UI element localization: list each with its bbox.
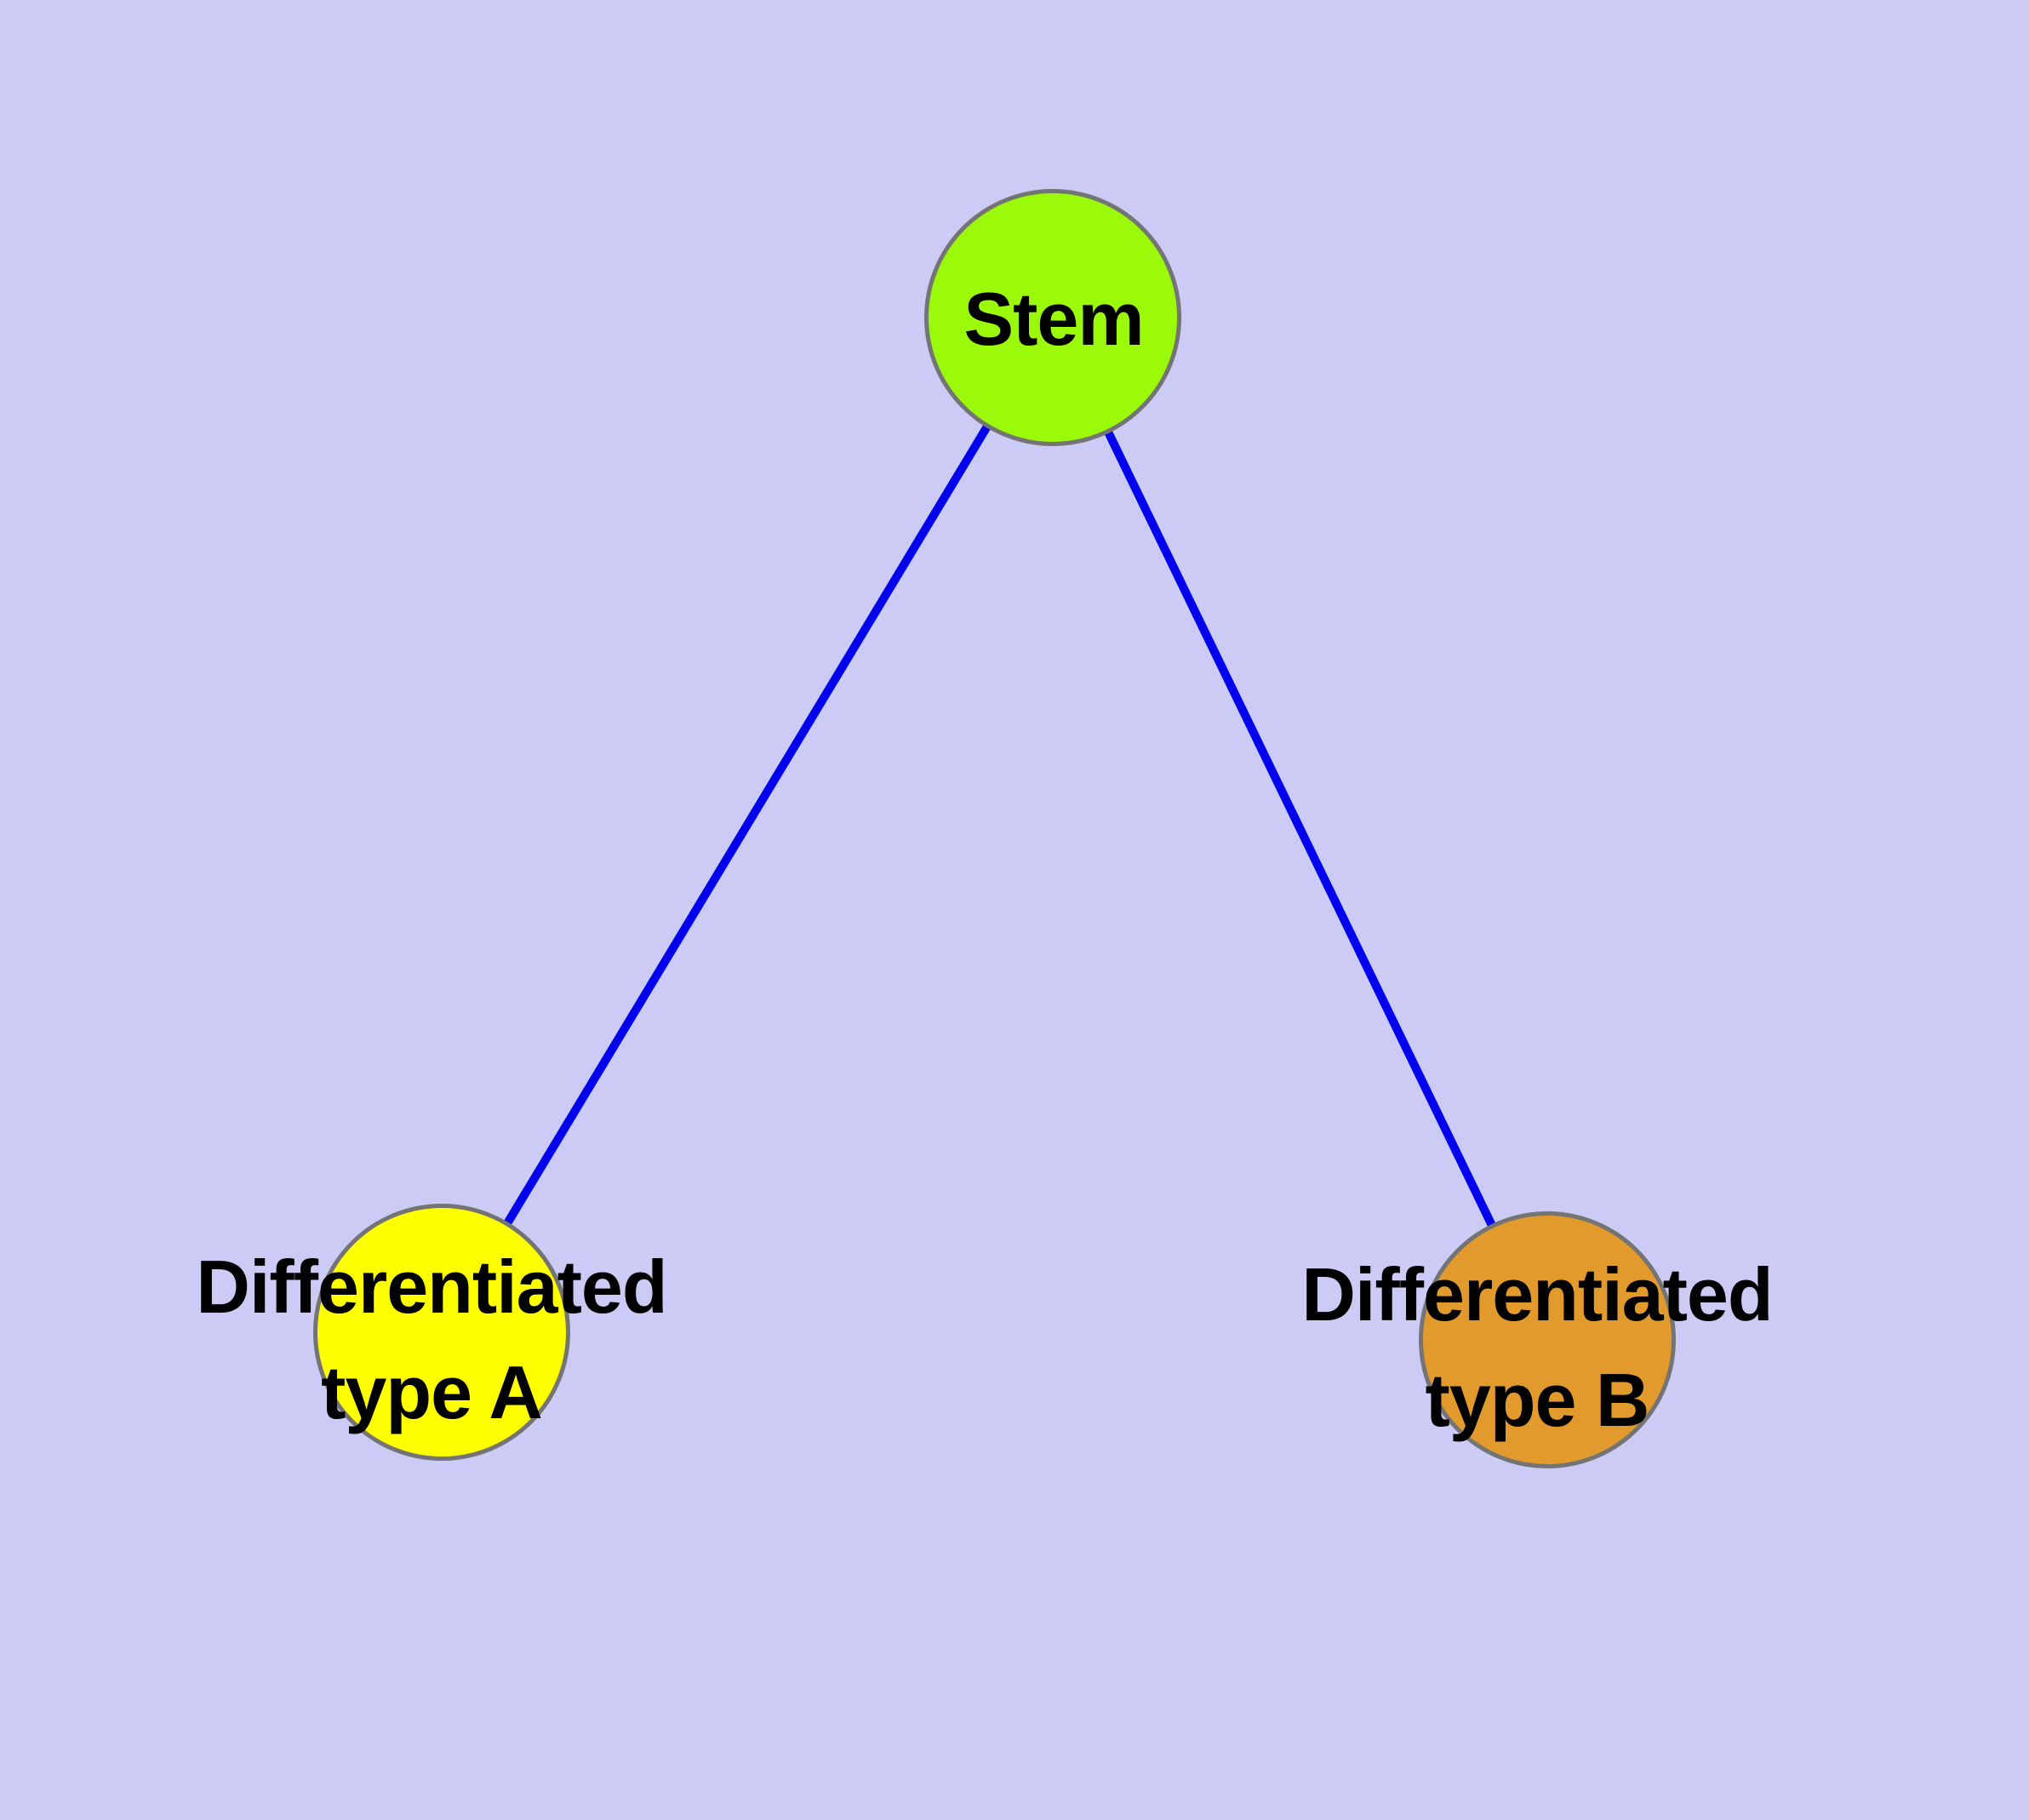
edge-stem-to-type-a (437, 315, 1057, 1335)
node-label-type-a-line1: Differentiated (196, 1245, 667, 1329)
node-label-stem-text: Stem (963, 277, 1144, 361)
node-label-differentiated-type-b: Differentiated type B (1301, 1242, 1773, 1453)
node-stem (924, 189, 1181, 446)
node-differentiated-type-b (1419, 1211, 1676, 1468)
edge-stem-to-type-b (1049, 315, 1552, 1342)
node-label-type-b-line1: Differentiated (1301, 1252, 1773, 1336)
node-label-type-b-line2: type B (1425, 1358, 1650, 1442)
node-label-stem: Stem (963, 266, 1144, 372)
node-label-differentiated-type-a: Differentiated type A (196, 1234, 667, 1445)
node-differentiated-type-a (313, 1204, 570, 1461)
node-label-type-a-line2: type A (321, 1350, 543, 1434)
